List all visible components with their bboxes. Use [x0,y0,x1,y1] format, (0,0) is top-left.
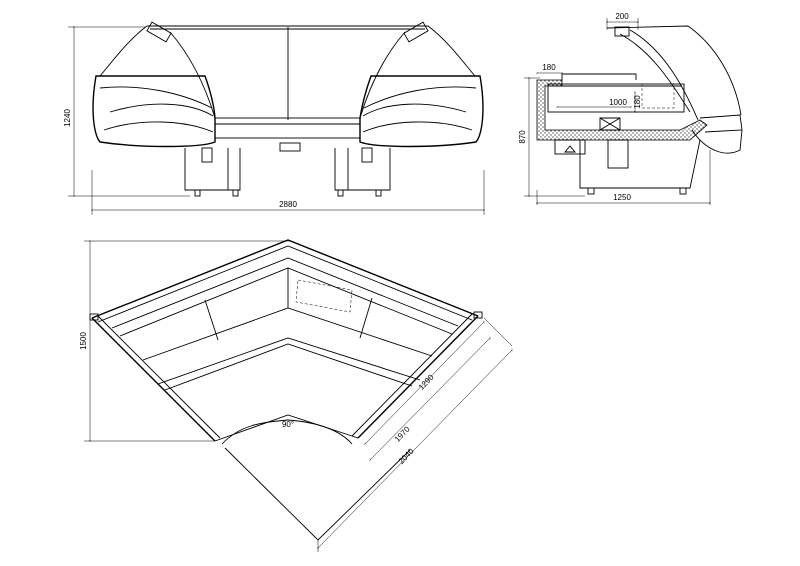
canopy-left-hinge [146,21,172,43]
side-top-width-label: 200 [615,12,629,21]
plan-right-end-cap [473,311,483,319]
side-canopy-hinge [614,26,630,37]
side-dashed-box [641,83,675,109]
side-base [579,139,701,189]
side-view: 200 180 870 1250 1000 180 [518,12,743,205]
canopy-right-hinge [403,21,429,43]
plan-shelf-2 [157,337,421,385]
side-canopy-inner [619,33,691,113]
plan-back-shelf-2 [119,267,453,337]
front-left-base [184,148,241,191]
side-upper-shelf [547,83,685,113]
side-front-rail [699,114,743,133]
plan-left-end-cap [89,313,99,321]
front-width-label: 2880 [279,200,297,209]
plan-divider-left [204,299,219,341]
side-shelf-height-label: 180 [633,95,642,109]
front-foot-4 [375,189,382,197]
side-front-apron [691,129,743,154]
plan-outer-label: 2040 [397,446,416,465]
front-right-body-line-3 [362,103,467,117]
front-right-bracket [361,147,373,163]
side-evaporator [599,117,621,131]
front-fitting [279,142,301,152]
plan-shelf-3 [164,343,413,391]
canopy-left-outer-curve [99,25,148,77]
side-foot-1 [587,187,595,195]
plan-front-left-outer [91,317,216,442]
plan-view: 1500 90° 1290 1970 [79,239,513,552]
front-foot-1 [194,189,201,197]
front-left-body [92,75,216,148]
side-height-label: 870 [518,130,527,144]
plan-front-right-outer [357,315,479,439]
front-counter-rail [214,117,361,125]
side-warning-triangle [564,145,576,153]
plan-outer-ext-top [483,317,513,347]
front-view: 1240 2880 [63,21,486,215]
side-foot-2 [679,187,687,195]
plan-front-outer [224,447,411,541]
plan-middle-label: 1970 [393,424,412,443]
front-left-body-line-2 [103,121,214,133]
side-canopy-outer [606,25,742,116]
front-foot-2 [232,189,239,197]
plan-shelf-1 [142,307,433,361]
front-right-base [334,148,391,191]
plan-back-shelf [111,257,459,329]
front-right-body-line-1 [363,86,477,109]
front-left-body-line-1 [99,86,213,109]
side-depth-label: 1250 [613,193,631,202]
side-inner-depth-label: 1000 [609,98,627,107]
front-foot-3 [337,189,344,197]
plan-angle-label: 90° [282,420,294,429]
plan-outer-back [91,239,479,319]
front-counter-apron [214,123,361,139]
side-canopy-glass [629,29,699,121]
side-wall-label: 180 [542,63,556,72]
side-rear-shelf-top [561,73,637,80]
canopy-right-glass-curve [359,31,406,119]
plan-back-inner [97,245,473,323]
front-left-body-line-3 [109,103,214,117]
plan-height-label: 1500 [79,332,88,350]
front-left-bracket [201,147,213,163]
front-right-body-line-2 [362,121,473,133]
front-height-label: 1240 [63,109,72,127]
plan-divider-right [359,297,373,339]
plan-dashed-unit [295,279,353,313]
plan-front-left-inner [97,315,221,439]
side-compressor [554,139,586,155]
plan-outer-dim-line [317,348,513,550]
front-right-body [359,75,484,148]
canopy-right-outer-curve [427,25,476,77]
side-drain [607,139,629,169]
side-insulated-tub [536,79,708,141]
plan-front-right-inner [351,313,473,437]
